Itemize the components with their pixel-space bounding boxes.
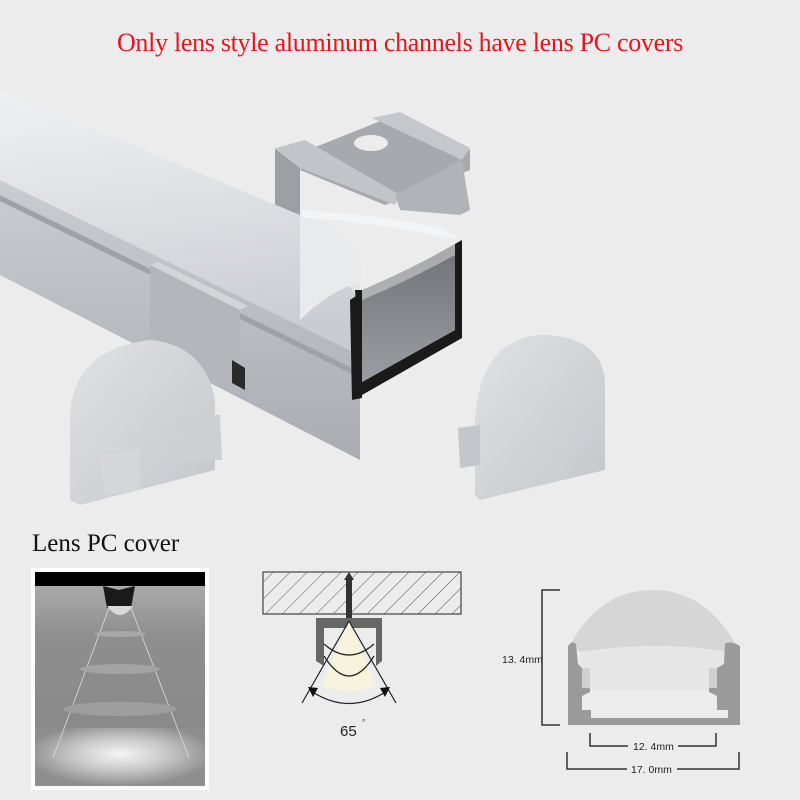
dimension-diagram: 13. 4mm 12. 4mm 17. 0mm: [502, 589, 740, 776]
beam-angle-value: 65: [340, 723, 357, 740]
inner-width-dimension: 12. 4mm: [633, 741, 674, 753]
ceiling-hatch: [262, 571, 462, 615]
headline: Only lens style aluminum channels have l…: [116, 28, 684, 57]
lens-beam-illustration: [31, 568, 209, 790]
light-cone: [322, 621, 376, 691]
screw-icon: [344, 572, 354, 618]
beam-angle-diagram: 65 °: [262, 571, 462, 740]
channel-cross-section: [103, 586, 135, 608]
end-cap-right: [458, 335, 605, 500]
end-cap-left: [70, 340, 222, 505]
outer-width-dimension: 17. 0mm: [631, 764, 672, 776]
aluminum-profile: [568, 642, 740, 725]
product-render: [0, 90, 605, 505]
lens-pc-cover-label: Lens PC cover: [32, 530, 180, 557]
aluminum-channel: [0, 180, 360, 460]
lens-dome: [570, 590, 736, 652]
height-dimension: 13. 4mm: [502, 654, 543, 666]
degree-symbol: °: [362, 718, 365, 727]
mounting-clip: [275, 112, 470, 250]
channel-end-profile: [300, 210, 462, 400]
